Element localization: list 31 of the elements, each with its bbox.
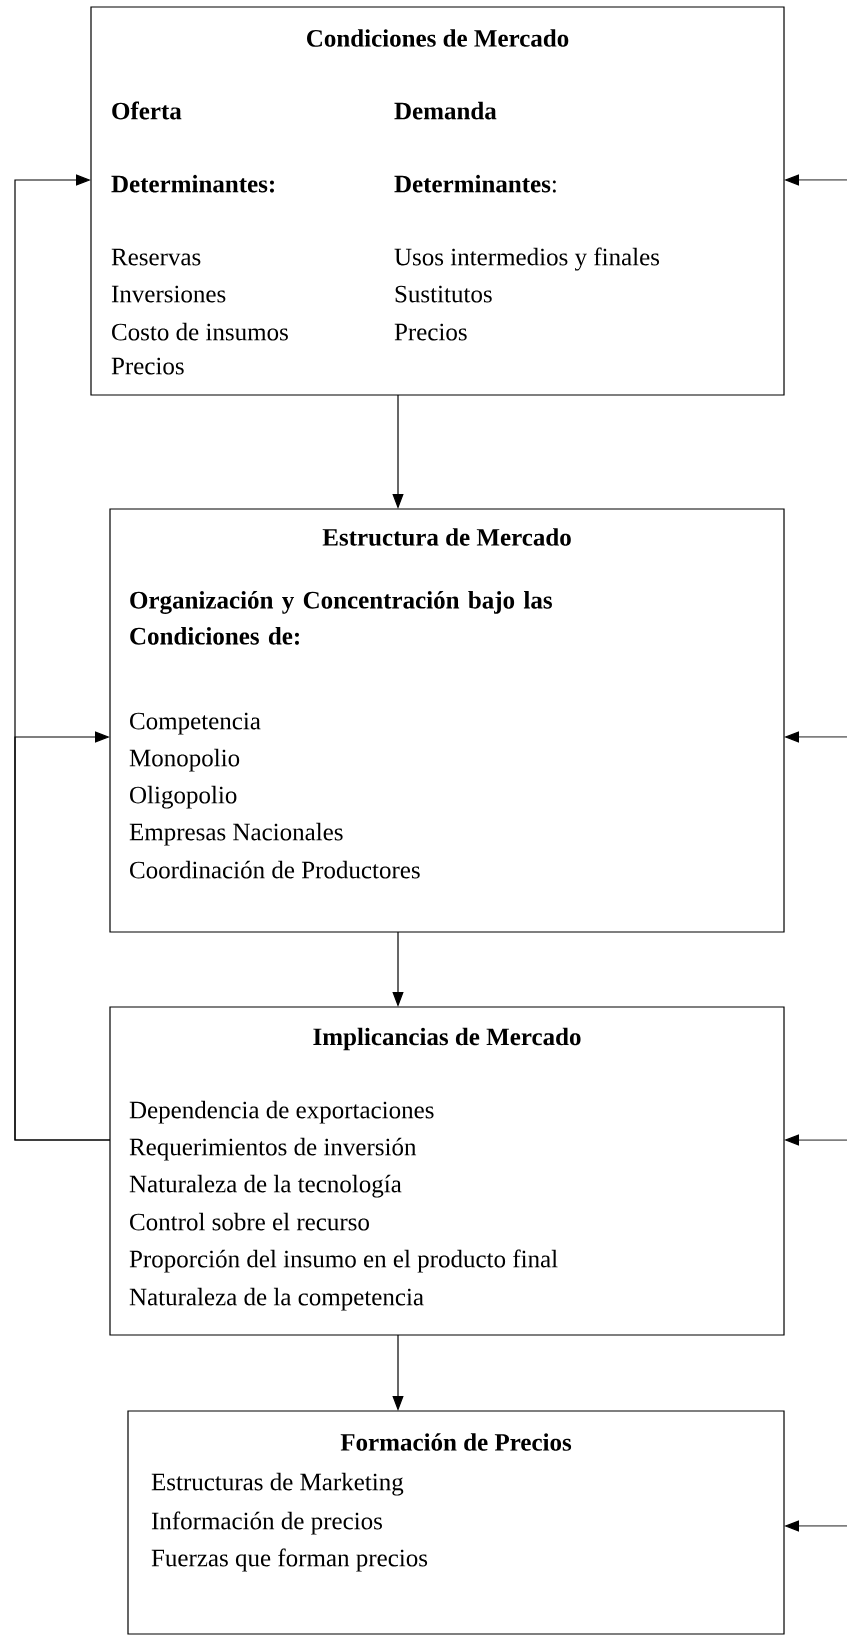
list-item: Estructuras de Marketing <box>151 1472 404 1496</box>
box-subtitle: Organización y Concentración bajo las Condiciones de: <box>130 591 552 645</box>
list-item: Oligopolio <box>130 785 237 809</box>
list-item: Monopolio <box>129 748 240 772</box>
arrow <box>14 731 111 1141</box>
list-item: Precios <box>111 357 184 375</box>
list-item: Oferta <box>112 101 182 120</box>
list-item: Fuerzas que forman precios <box>151 1548 428 1572</box>
list-item: Información de precios <box>151 1511 382 1535</box>
box-title: Formación de Precios <box>340 1433 572 1451</box>
list-item: Coordinación de Productores <box>130 860 420 879</box>
list-item: Sustitutos <box>395 285 492 303</box>
box-title: Implicancias de Mercado <box>313 1027 581 1051</box>
list-item: Empresas Nacionales <box>129 822 343 846</box>
list-item: Inversiones <box>111 285 226 303</box>
list-item: Competencia <box>130 712 261 735</box>
list-item: Control sobre el recurso <box>130 1212 369 1231</box>
list-item: Requerimientos de inversión <box>129 1137 417 1161</box>
list-item: Dependencia de exportaciones <box>129 1100 434 1124</box>
list-item: Determinantes: <box>394 174 556 193</box>
list-item: Reservas <box>111 248 201 266</box>
list-item: Proporción del insumo en el producto final <box>129 1249 558 1273</box>
list-item: Demanda <box>394 101 497 120</box>
list-item: Determinantes: <box>111 174 274 193</box>
box-title: Estructura de Mercado <box>322 528 571 546</box>
list-item: Naturaleza de la competencia <box>129 1287 424 1311</box>
list-item: Costo de insumos <box>112 322 288 341</box>
list-item: Usos intermedios y finales <box>394 247 660 271</box>
box-title: Condiciones de Mercado <box>307 29 569 47</box>
list-item: Naturaleza de la tecnología <box>129 1174 402 1198</box>
list-item: Precios <box>394 323 467 341</box>
